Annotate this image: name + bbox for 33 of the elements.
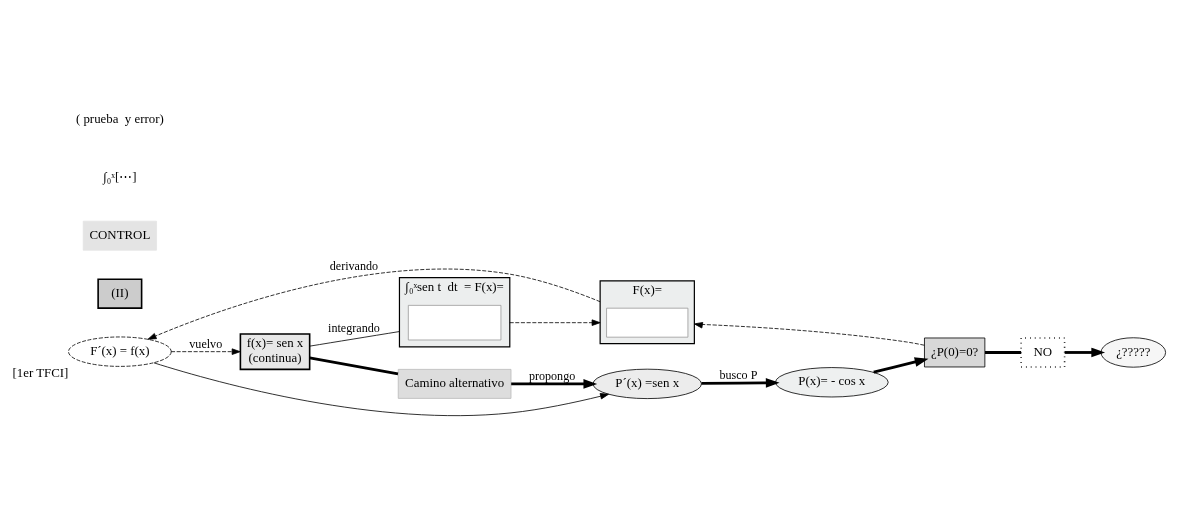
connector [309,355,399,375]
node-box: Camino alternativo [397,368,512,399]
node-box: CONTROL [82,220,157,251]
cluster: F(x)= [599,279,695,344]
node-label: [1er TFCI] [12,365,69,380]
arrow [170,347,241,355]
arrow [509,318,601,326]
arrow [1064,347,1106,357]
node-box [606,307,689,338]
arrow [147,268,601,340]
arrow [873,356,929,374]
edge-label: busco P [719,367,758,382]
edge-label: propongo [528,368,576,383]
label: ( prueba y error) [75,111,164,126]
node-ellipse: ¿????? [1100,336,1166,368]
edge-label: derivando [329,258,379,273]
connector [309,330,400,347]
node-box: (II) [97,277,143,309]
node-ellipse: F´(x) = f(x) [68,336,172,367]
node-box [407,304,502,340]
node-box: NO [1020,336,1066,368]
edge-label: vuelvo [189,336,223,351]
edge-label: integrando [328,320,380,335]
arrow [701,377,780,388]
connector [985,350,1022,354]
node-ellipse: P(x)= - cos x [775,366,889,397]
cluster: ∫₀ˣsen t dt = F(x)= [398,276,511,347]
label: ∫₀ˣ[⋯] [103,169,137,184]
arrow [693,321,925,346]
arrow [511,378,598,389]
arrow [153,361,609,416]
node-box: ¿P(0)=0? [924,337,986,367]
node-box: f(x)= sen x (continua) [239,332,311,370]
